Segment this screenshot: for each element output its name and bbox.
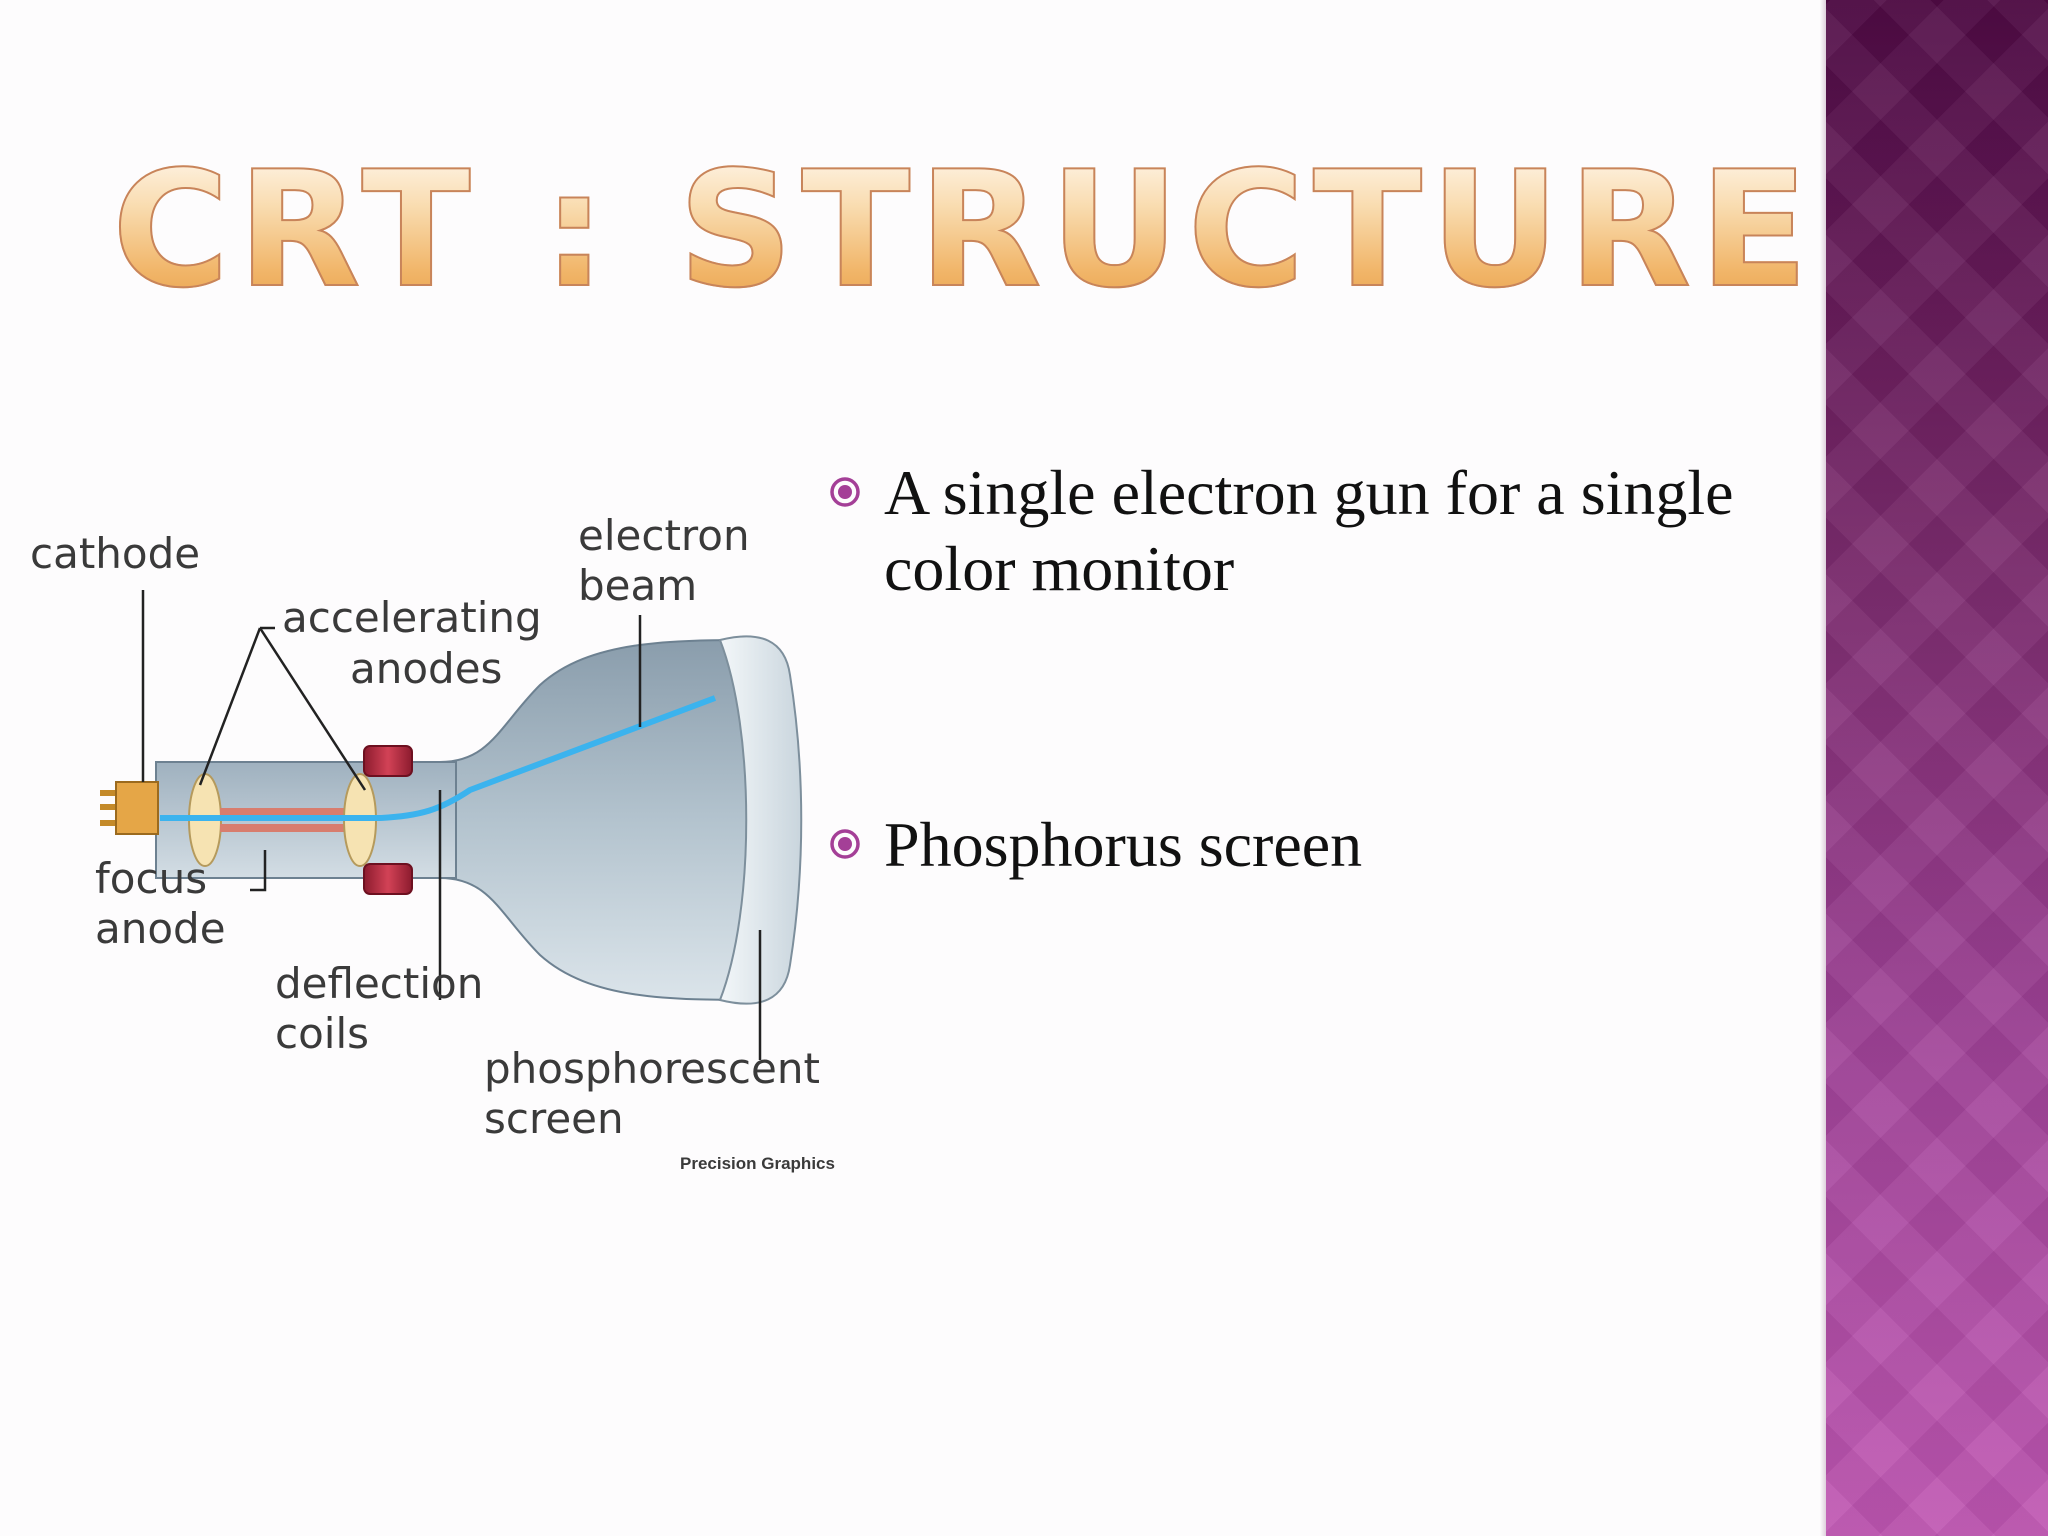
circled-dot-icon [830,477,860,507]
label-focus-anode-line2: anode [95,904,226,953]
bullet-item: A single electron gun for a single color… [828,455,1808,607]
label-accelerating-anodes-line2: anodes [350,644,502,693]
label-electron-beam-line1: electron [578,511,750,560]
label-phosphorescent-screen-line1: phosphorescent [484,1044,820,1093]
circled-dot-icon [830,829,860,859]
deflection-coils [363,745,413,895]
electron-beam [160,695,717,821]
sidebar-edge-shadow [1820,0,1826,1536]
bullet-text: Phosphorus screen [884,809,1363,880]
cathode-pins [100,781,159,835]
decorative-sidebar [1826,0,2048,1536]
label-cathode: cathode [30,529,200,578]
label-deflection-coils-line2: coils [275,1009,369,1058]
leader-lines [141,590,762,1060]
crt-diagram: cathode electron beam accelerating anode… [20,490,880,1190]
label-focus-anode-line1: focus [95,854,207,903]
slide-title: CRT : STRUCTURE [111,136,1817,323]
label-electron-beam-line2: beam [578,561,697,610]
cathode-part [115,781,159,835]
label-phosphorescent-screen-line2: screen [484,1094,624,1143]
phosphorescent-screen-face [718,635,803,1005]
label-deflection-coils-line1: deflection [275,959,483,1008]
image-credit: Precision Graphics [680,1154,835,1173]
label-accelerating-anodes-line1: accelerating [282,593,542,642]
bullet-text: A single electron gun for a single color… [884,457,1734,604]
bullet-item: Phosphorus screen [828,807,1808,883]
